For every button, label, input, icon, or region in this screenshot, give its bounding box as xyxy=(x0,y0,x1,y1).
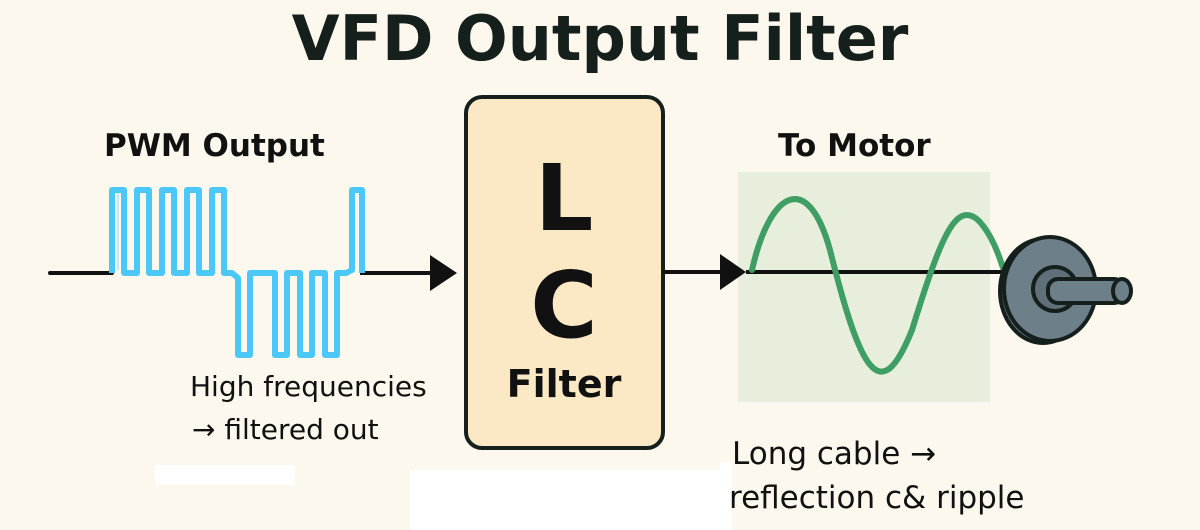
sine-waveform xyxy=(749,196,1006,375)
input-note-line1: High frequencies xyxy=(190,370,427,403)
input-arrowhead-icon xyxy=(430,255,457,291)
filter-letter-c: C xyxy=(530,252,598,359)
white-patch xyxy=(155,465,295,485)
output-arrowhead-icon xyxy=(720,254,746,290)
page-title: VFD Output Filter xyxy=(291,2,909,75)
output-note-line2: reflection c& ripple xyxy=(729,480,1025,516)
filter-letter-l: L xyxy=(534,145,594,252)
filter-label: Filter xyxy=(506,362,622,406)
pwm-waveform xyxy=(109,187,365,358)
motor-icon xyxy=(998,235,1133,345)
input-note-line2: → filtered out xyxy=(192,413,379,446)
to-motor-label: To Motor xyxy=(778,128,931,164)
white-patch xyxy=(410,470,720,530)
white-patch xyxy=(720,462,732,530)
pwm-output-label: PWM Output xyxy=(104,128,325,164)
output-note-line1: Long cable → xyxy=(732,436,937,472)
